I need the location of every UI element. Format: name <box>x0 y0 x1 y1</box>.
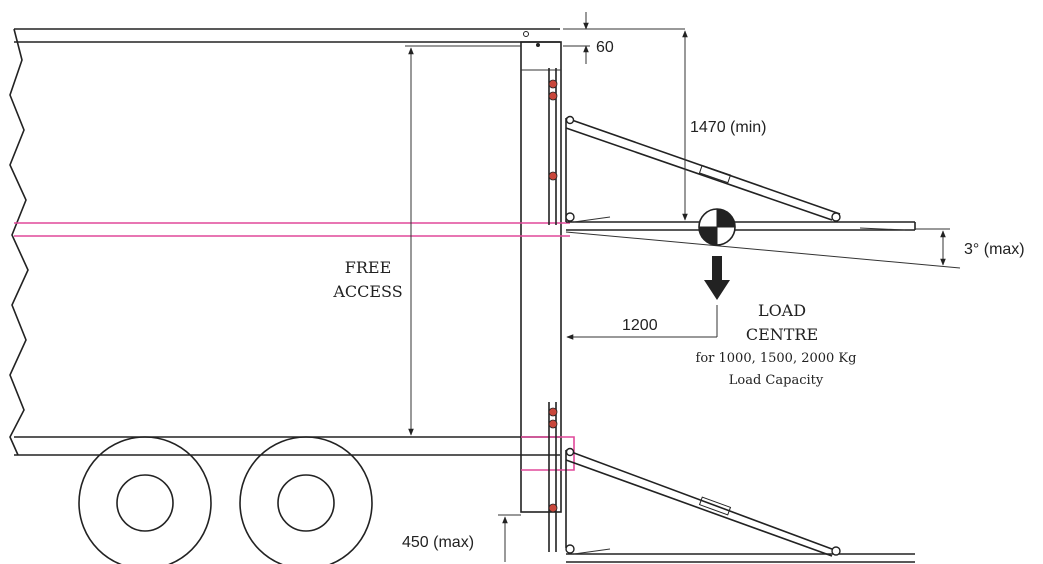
break-line <box>9 28 29 456</box>
label-60: 60 <box>596 39 614 56</box>
label-capacity-range: for 1000, 1500, 2000 Kg <box>696 351 857 366</box>
dim-angle <box>915 228 950 266</box>
front-wheel <box>78 436 212 564</box>
rear-frame <box>520 31 562 513</box>
upper-lift <box>548 68 961 269</box>
rear-wheel <box>239 436 373 564</box>
load-centre-symbol <box>698 208 736 246</box>
load-arrow <box>704 256 730 300</box>
label-load: LOAD <box>758 301 806 320</box>
label-centre: CENTRE <box>746 325 818 344</box>
label-load-capacity: Load Capacity <box>729 373 824 388</box>
label-free: FREE <box>345 258 392 277</box>
label-450: 450 (max) <box>402 534 474 551</box>
label-angle: 3° (max) <box>964 241 1025 258</box>
label-access: ACCESS <box>332 282 402 301</box>
dim-1200 <box>566 305 718 340</box>
label-1470: 1470 (min) <box>690 119 766 136</box>
dim-60 <box>563 12 685 64</box>
dim-450 <box>498 514 521 562</box>
floor-level-lines <box>14 222 575 471</box>
label-1200: 1200 <box>622 317 658 334</box>
dim-free-access <box>405 45 521 436</box>
truck-body <box>9 28 560 456</box>
lower-lift <box>548 402 915 563</box>
wheels <box>78 436 373 564</box>
